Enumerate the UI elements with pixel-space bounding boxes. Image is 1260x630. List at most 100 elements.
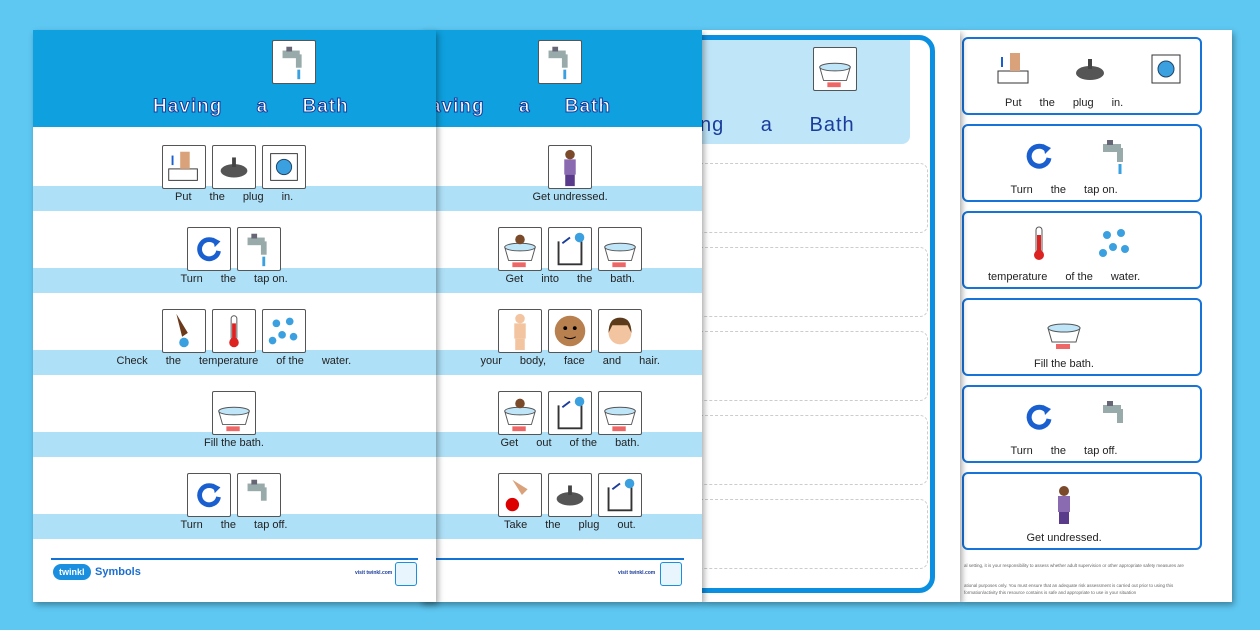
person-icon bbox=[1042, 482, 1086, 526]
step-row: Get undressed. bbox=[420, 131, 702, 213]
person-bath-icon bbox=[498, 391, 542, 435]
word: Turn bbox=[180, 273, 203, 285]
step-in-icon bbox=[548, 227, 592, 271]
word: plug bbox=[1072, 97, 1094, 109]
hand-red-dot-icon bbox=[498, 473, 542, 517]
bath-icon bbox=[813, 47, 857, 91]
symbol-group bbox=[992, 47, 1188, 91]
page-frame bbox=[702, 35, 935, 593]
word: the bbox=[209, 191, 225, 203]
word: body, bbox=[519, 355, 546, 367]
body-icon bbox=[498, 309, 542, 353]
symbols-logo: Symbols bbox=[95, 566, 141, 578]
disclaimer-line: ational purposes only. You must ensure t… bbox=[964, 583, 1174, 588]
person-icon bbox=[548, 145, 592, 189]
page-3-sequencing-sheet: ng a Bath bbox=[702, 30, 960, 602]
word: tap off. bbox=[1084, 445, 1118, 457]
answer-slot[interactable] bbox=[702, 331, 928, 401]
word: water. bbox=[321, 355, 352, 367]
symbol-group bbox=[1017, 134, 1137, 178]
word: of the bbox=[569, 437, 598, 449]
bath-icon bbox=[212, 391, 256, 435]
word: Get bbox=[500, 437, 519, 449]
word: temperature bbox=[988, 271, 1048, 283]
symbol-group bbox=[1017, 221, 1137, 265]
word: in. bbox=[1111, 97, 1124, 109]
step-text: Fill the bath. bbox=[204, 437, 264, 449]
word: Check bbox=[116, 355, 148, 367]
label-band bbox=[420, 268, 702, 293]
label-band bbox=[420, 514, 702, 539]
finger-water-icon bbox=[162, 309, 206, 353]
visit-link[interactable]: visit twinkl.com bbox=[355, 570, 393, 576]
visit-link[interactable]: visit twinkl.com bbox=[618, 570, 656, 576]
symbol-group bbox=[212, 391, 256, 435]
symbol-group bbox=[187, 473, 281, 517]
turn-arrow-icon bbox=[187, 227, 231, 271]
step-row: Fill the bath. bbox=[962, 298, 1202, 376]
answer-slot[interactable] bbox=[702, 163, 928, 233]
label-band bbox=[420, 186, 702, 211]
bath-icon bbox=[598, 227, 642, 271]
hair-icon bbox=[598, 309, 642, 353]
tap-off-icon bbox=[237, 473, 281, 517]
answer-slot[interactable] bbox=[702, 247, 928, 317]
word: Turn bbox=[1010, 445, 1033, 457]
word: tap off. bbox=[254, 519, 288, 531]
disclaimer-line: formation/activity this resource contain… bbox=[964, 590, 1137, 595]
word: out bbox=[536, 437, 552, 449]
face-icon bbox=[548, 309, 592, 353]
turn-arrow-icon bbox=[1017, 134, 1061, 178]
turn-arrow-icon bbox=[1017, 395, 1061, 439]
symbol-group bbox=[548, 145, 592, 189]
step-row: Fill the bath. bbox=[33, 377, 436, 459]
badge-logo bbox=[660, 562, 682, 586]
plug-icon bbox=[212, 145, 256, 189]
word: Take bbox=[504, 519, 528, 531]
tap-hands-icon bbox=[538, 40, 582, 84]
word: your bbox=[480, 355, 502, 367]
word: water. bbox=[1110, 271, 1141, 283]
word: the bbox=[576, 273, 593, 285]
word: plug bbox=[578, 519, 600, 531]
symbol-group bbox=[498, 227, 642, 271]
word: temperature bbox=[198, 355, 259, 367]
footer-line bbox=[51, 558, 418, 560]
symbol-group bbox=[498, 473, 642, 517]
symbol-group bbox=[187, 227, 281, 271]
word: the bbox=[1050, 184, 1067, 196]
plug-icon bbox=[1068, 47, 1112, 91]
plug-out-icon bbox=[598, 473, 642, 517]
step-row: Get out of the bath. bbox=[420, 377, 702, 459]
word: tap on. bbox=[1084, 184, 1118, 196]
symbol-group bbox=[162, 145, 306, 189]
word: of the bbox=[1065, 271, 1093, 283]
step-text: Get undressed. bbox=[1027, 532, 1102, 544]
label-band bbox=[420, 432, 702, 457]
answer-slot[interactable] bbox=[702, 499, 928, 569]
word: Fill the bath. bbox=[204, 437, 264, 449]
word: the bbox=[220, 519, 237, 531]
word: bath. bbox=[615, 437, 640, 449]
word: Fill the bath. bbox=[1034, 358, 1094, 370]
water-drops-icon bbox=[262, 309, 306, 353]
label-band bbox=[33, 514, 436, 539]
label-band bbox=[33, 186, 436, 211]
step-row: Get undressed. bbox=[962, 472, 1202, 550]
symbol-group bbox=[1042, 482, 1086, 526]
word: Get undressed. bbox=[532, 191, 608, 203]
hand-press-icon bbox=[162, 145, 206, 189]
word: Get bbox=[505, 273, 524, 285]
plughole-icon bbox=[262, 145, 306, 189]
word: hair. bbox=[639, 355, 660, 367]
answer-slot[interactable] bbox=[702, 415, 928, 485]
